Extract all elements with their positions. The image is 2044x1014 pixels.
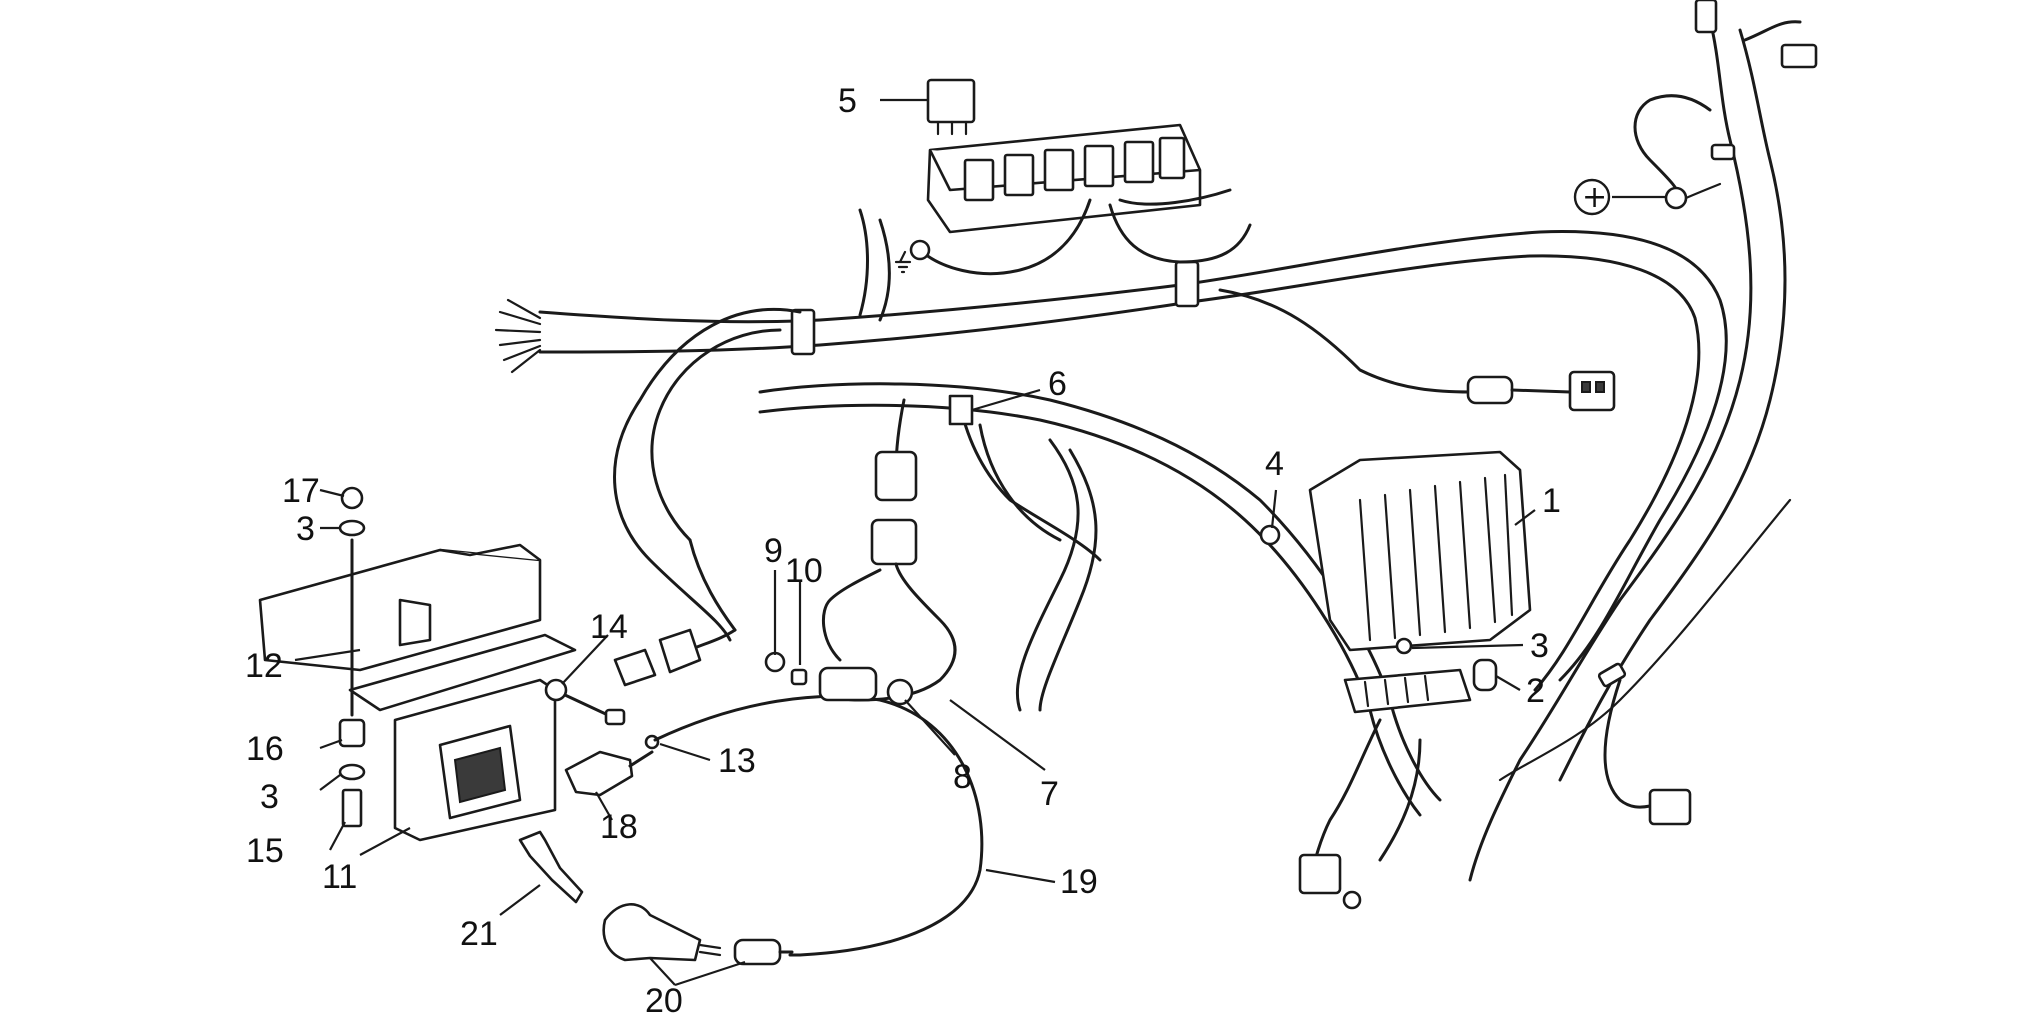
connector-pin: [1472, 658, 1498, 692]
callout-20: 20: [645, 982, 683, 1014]
callout-2: 2: [1526, 672, 1545, 710]
bottom-connector-right: [1648, 788, 1692, 826]
callout-8: 8: [953, 758, 972, 796]
bolt-13: [604, 708, 626, 726]
bottom-connector-left: [1298, 853, 1342, 895]
ignition-coil-assembly: [258, 486, 660, 842]
callout-5: 5: [838, 82, 857, 120]
spark-plug-cap: [602, 903, 702, 962]
callout-6: 6: [1048, 365, 1067, 403]
callout-leaders: [294, 98, 1666, 987]
sensor-assembly: [764, 398, 957, 706]
sensor-connector-upper: [874, 450, 918, 502]
ground-icon: [894, 250, 912, 274]
ring-terminal: [1342, 890, 1362, 910]
callout-10: 10: [785, 552, 823, 590]
harness-junction-6: [948, 394, 974, 426]
callout-17: 17: [282, 472, 320, 510]
coil-mounting-plate: [348, 633, 577, 712]
washer: [1395, 637, 1413, 655]
harness-strap: [1174, 260, 1200, 308]
nut-17: [340, 486, 364, 510]
callout-14: 14: [590, 608, 628, 646]
regulator-harness: [758, 382, 1442, 910]
inline-fuse-holder: [1466, 375, 1514, 405]
spacer-16: [338, 718, 366, 748]
callout-19: 19: [1060, 863, 1098, 901]
callout-11: 11: [322, 858, 357, 896]
callout-3-regulator: 3: [1530, 627, 1549, 665]
spade-connector: [1694, 0, 1718, 34]
callout-labels: 1 2 3 4 5 6 7 8 9 10 11 12 13 14 15 16 1…: [245, 82, 1561, 1014]
callout-3-lower: 3: [260, 778, 279, 816]
screw: [1259, 524, 1281, 546]
washer-10: [790, 668, 808, 686]
ht-lead: [518, 694, 984, 966]
callout-13: 13: [718, 742, 756, 780]
callout-4: 4: [1265, 445, 1284, 483]
fuse-box: [858, 78, 1252, 322]
screw-9: [764, 651, 786, 673]
callout-15: 15: [246, 832, 284, 870]
bullet-connector: [613, 648, 657, 687]
positive-symbol: +: [1573, 178, 1611, 216]
pickup-sensor: [818, 666, 878, 702]
right-harness: [1468, 0, 1818, 882]
harness-strap: [790, 308, 816, 356]
washer-3-lower: [338, 763, 366, 781]
callout-9: 9: [764, 532, 783, 570]
coil-feed-connectors: [613, 628, 737, 687]
callout-21: 21: [460, 915, 498, 953]
main-harness: [494, 230, 1728, 692]
harness-strap: [1597, 662, 1627, 688]
rubber-boot: [658, 628, 702, 674]
washer-3-upper: [338, 519, 366, 537]
voltage-regulator: [1259, 450, 1532, 714]
plus-icon: +: [1582, 180, 1607, 215]
o-ring-8: [886, 678, 914, 706]
regulator-fins: [1358, 473, 1514, 642]
callout-3-upper: 3: [296, 510, 315, 548]
callout-12: 12: [245, 647, 283, 685]
spade-connector: [1780, 43, 1818, 69]
relay: [926, 78, 976, 124]
multi-pin-connector: [1568, 370, 1616, 412]
spark-plug: [518, 830, 584, 904]
callout-16: 16: [246, 730, 284, 768]
callout-1: 1: [1542, 482, 1561, 520]
fuse-box-slots: [963, 136, 1186, 202]
bolt-15: [341, 788, 363, 828]
coil-cap-18: [564, 750, 634, 797]
battery-positive-ring-terminal: [1664, 186, 1688, 210]
sensor-connector-lower: [870, 518, 918, 566]
regulator-body: [1308, 450, 1532, 652]
suppressor-cap: [733, 938, 782, 966]
callout-7: 7: [1040, 775, 1059, 813]
callout-18: 18: [600, 808, 638, 846]
harness-strap: [1710, 143, 1736, 161]
nut-14: [544, 678, 568, 702]
ground-ring-terminal: [909, 239, 931, 261]
